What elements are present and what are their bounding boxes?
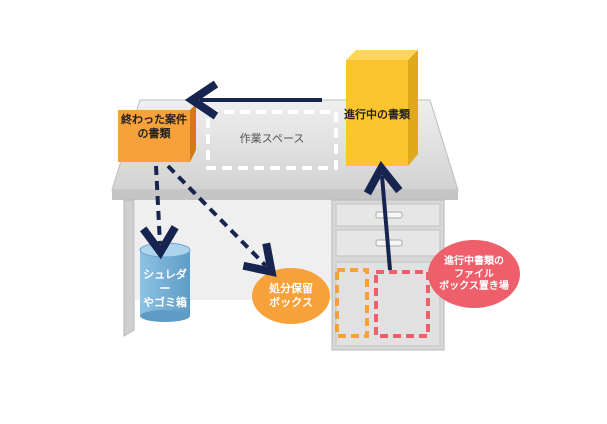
drawer-bottom	[336, 262, 440, 346]
finished-docs-label: 終わった案件 の書類	[112, 113, 196, 141]
bin-bottom	[140, 310, 190, 322]
in-progress-docs-label: 進行中の書類	[340, 108, 414, 122]
drawer-handle-top	[376, 212, 402, 218]
in-progress-box-top	[346, 50, 418, 60]
disposal-hold-label: 処分保留 ボックス	[254, 282, 328, 310]
work-space-label: 作業スペース	[208, 132, 336, 146]
file-box-area-label: 進行中書類の ファイル ボックス置き場	[430, 256, 518, 294]
desk-edge	[112, 190, 458, 200]
desk-left-leg	[124, 200, 134, 336]
bin-top	[140, 243, 190, 257]
shredder-trash-label: シュレダー やゴミ箱	[140, 268, 190, 309]
